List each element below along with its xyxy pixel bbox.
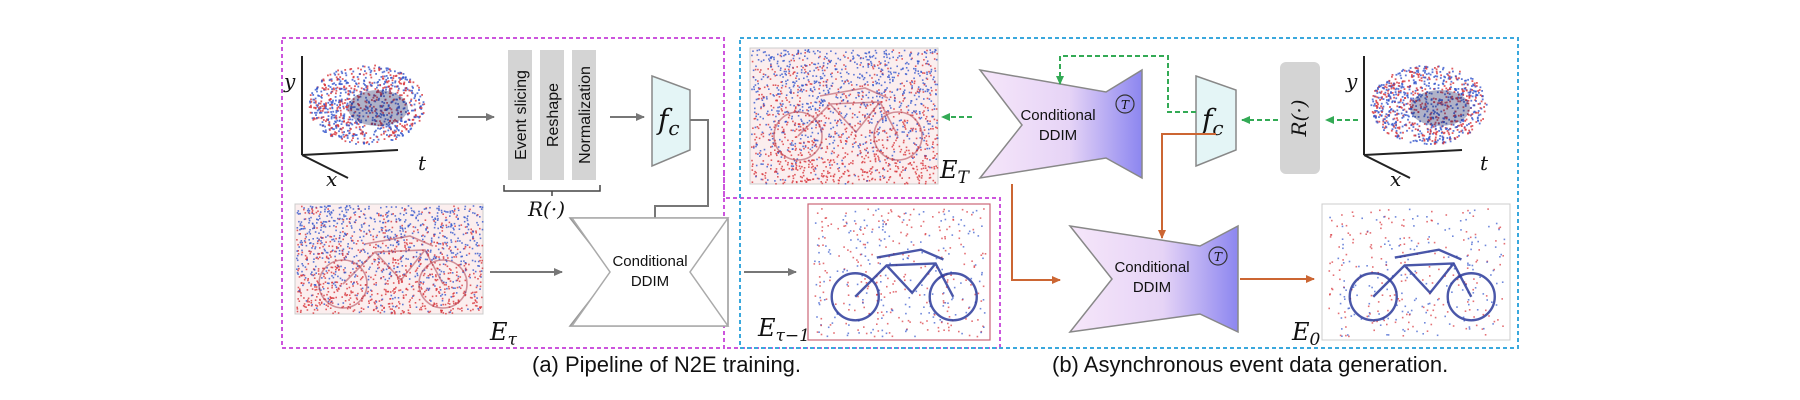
step-counter-bottom-icon: T — [1208, 246, 1228, 266]
event-cloud-b — [1363, 56, 1488, 179]
ddim-b-top-shape — [978, 68, 1143, 180]
axis-y-a: y — [283, 69, 296, 93]
result-event-label: E0 — [1291, 318, 1321, 350]
arrow-encoder-to-ddim-bottom — [1158, 133, 1216, 239]
preprocess-block: Event slicing Reshape Normalization — [503, 50, 601, 196]
ddim-a-line1: Conditional — [612, 253, 687, 270]
event-slicing-label: Event slicing — [513, 70, 530, 160]
ddim-b-bottom-line1: Conditional — [1114, 259, 1189, 276]
svg-text:T: T — [1121, 98, 1130, 112]
panel-b-caption: (b) Asynchronous event data generation. — [1052, 352, 1449, 377]
encoder-fc-b — [1195, 74, 1237, 168]
ddim-b-bottom-shape — [1068, 224, 1239, 334]
panel-b-border — [739, 37, 1519, 349]
step-counter-top-icon: T — [1115, 94, 1135, 114]
result-event-frame — [1321, 203, 1511, 341]
axis-y-b: y — [1345, 69, 1358, 93]
encoder-fc-a — [651, 74, 691, 168]
axis-x-b: x — [1390, 167, 1401, 191]
arrow-encoder-to-ddim-top — [1056, 55, 1196, 113]
ddim-b-top-line2: DDIM — [1039, 127, 1077, 144]
ddim-b-bottom-line2: DDIM — [1133, 279, 1171, 296]
input-event-label: Eτ — [489, 318, 518, 350]
noise-event-frame — [749, 47, 939, 185]
panel-a-caption: (a) Pipeline of N2E training. — [532, 352, 802, 377]
axis-t-a: t — [418, 151, 427, 175]
arrow-noise-to-ddim-bottom — [1011, 184, 1061, 284]
resample-box-b — [1280, 62, 1320, 174]
output-event-frame — [807, 203, 991, 341]
ddim-b-top-line1: Conditional — [1020, 107, 1095, 124]
normalization-label: Normalization — [577, 66, 594, 164]
arrow-encoder-to-ddim-a — [651, 119, 709, 237]
normalization-box — [572, 50, 596, 180]
preprocess-brace — [503, 185, 601, 196]
ddim-a-line2: DDIM — [631, 273, 669, 290]
resample-label-b: R(·) — [1287, 99, 1311, 137]
axis-t-b: t — [1480, 151, 1489, 175]
resample-label-a: R(·) — [527, 197, 565, 221]
noise-event-label: ET — [939, 156, 971, 188]
axis-x-a: x — [326, 167, 337, 191]
event-cloud-a — [301, 56, 426, 179]
input-event-frame — [294, 203, 484, 315]
ddim-a-shape — [570, 217, 730, 327]
reshape-box — [540, 50, 564, 180]
event-slicing-box — [508, 50, 532, 180]
reshape-label: Reshape — [545, 83, 562, 147]
output-event-label: Eτ−1 — [757, 314, 810, 346]
panel-a-extension-border — [723, 172, 1001, 349]
